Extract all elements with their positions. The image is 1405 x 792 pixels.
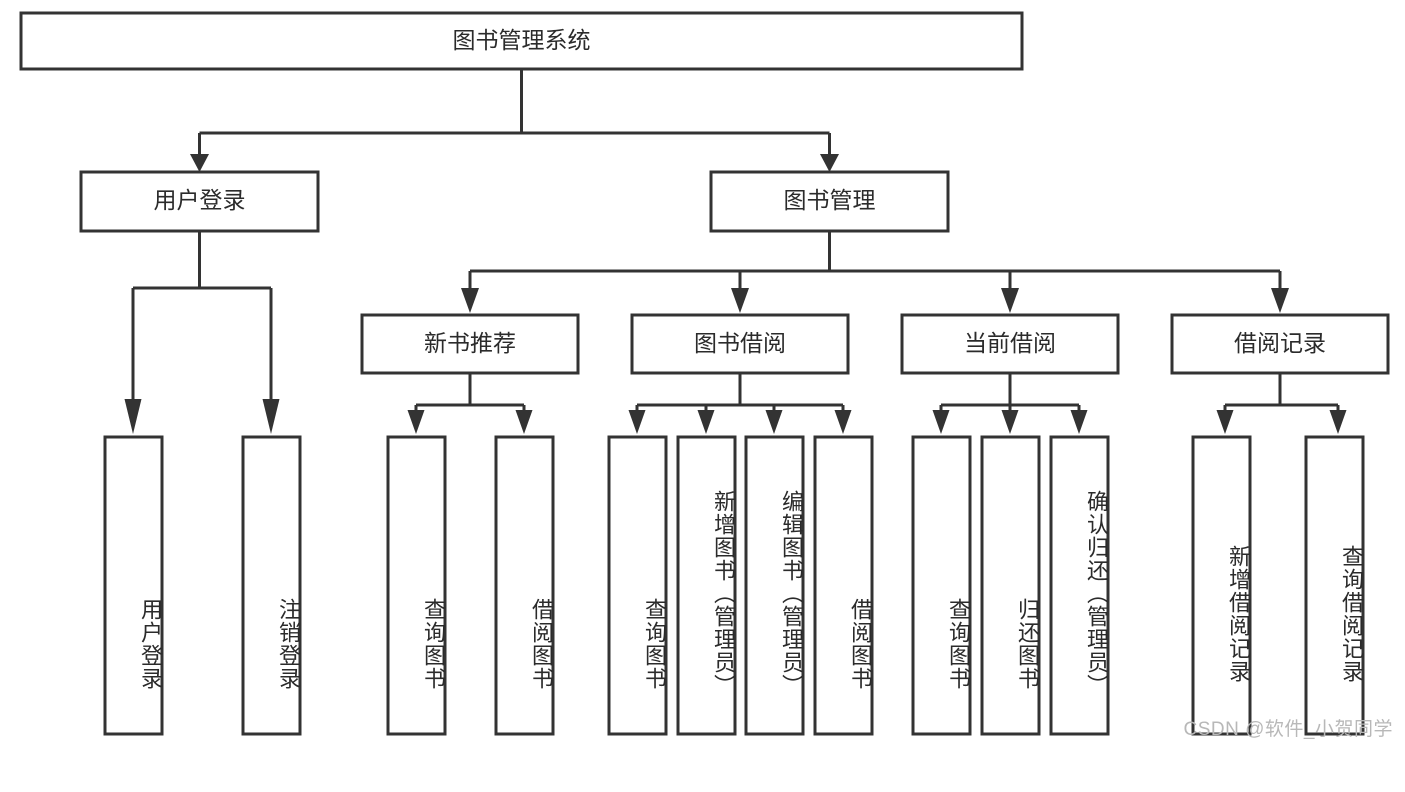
node-book-management-box[interactable]	[709, 170, 950, 233]
arrow-bookmgmt-c4	[1271, 288, 1289, 313]
arrow-borrow-leaf-1	[628, 410, 646, 434]
arrow-bookmgmt-c3	[1001, 288, 1019, 313]
node-book-borrow-label: 图书借阅	[694, 330, 786, 356]
node-book-borrow[interactable]: 图书借阅	[630, 313, 850, 375]
arrow-borrow-leaf-3	[765, 410, 783, 434]
node-current-borrow-box[interactable]	[900, 313, 1120, 375]
node-borrow-record-box[interactable]	[1170, 313, 1390, 375]
node-root-label: 图书管理系统	[453, 27, 591, 53]
node-book-borrow-box[interactable]	[630, 313, 850, 375]
arrow-login-leaf-1	[124, 399, 142, 434]
leaf-box-add-borrow-record[interactable]	[1191, 435, 1252, 736]
arrow-newbook-leaf-2	[515, 410, 533, 434]
arrow-borrow-leaf-2	[697, 410, 715, 434]
node-current-borrow[interactable]: 当前借阅	[900, 313, 1120, 375]
leaf-boxes-group	[103, 435, 1365, 736]
node-new-book-recommend[interactable]: 新书推荐	[360, 313, 580, 375]
node-user-login-box[interactable]	[79, 170, 320, 233]
watermark-text: CSDN @软件_小贺同学	[1183, 719, 1393, 740]
arrow-root-to-bookmgmt	[820, 154, 839, 172]
leaf-box-query-book-newbook[interactable]	[386, 435, 447, 736]
arrow-bookmgmt-c1	[461, 288, 479, 313]
arrow-current-leaf-1	[932, 410, 950, 434]
leaf-box-query-borrow-record[interactable]	[1304, 435, 1365, 736]
leaf-box-query-book-current[interactable]	[911, 435, 972, 736]
node-root-box[interactable]	[19, 11, 1024, 71]
leaf-box-return-book[interactable]	[980, 435, 1041, 736]
leaf-box-borrow-book[interactable]	[813, 435, 874, 736]
arrow-record-leaf-1	[1216, 410, 1234, 434]
node-borrow-record-label: 借阅记录	[1234, 330, 1326, 356]
leaf-box-confirm-return-admin[interactable]	[1049, 435, 1110, 736]
arrow-record-leaf-2	[1329, 410, 1347, 434]
edges-group	[124, 70, 1347, 434]
leaf-box-edit-book-admin[interactable]	[744, 435, 805, 736]
diagram-canvas: 图书管理系统 用户登录 图书管理 新书推荐 图书借阅 当前借阅 借阅记录	[19, 11, 1393, 740]
node-root[interactable]: 图书管理系统	[19, 11, 1024, 71]
node-book-management-label: 图书管理	[784, 187, 876, 213]
leaf-box-add-book-admin[interactable]	[676, 435, 737, 736]
node-book-management[interactable]: 图书管理	[709, 170, 950, 233]
arrow-borrow-leaf-4	[834, 410, 852, 434]
leaf-box-query-book-borrow[interactable]	[607, 435, 668, 736]
arrow-current-leaf-2	[1001, 410, 1019, 434]
arrow-newbook-leaf-1	[407, 410, 425, 434]
leaf-box-user-login[interactable]	[103, 435, 164, 736]
node-borrow-record[interactable]: 借阅记录	[1170, 313, 1390, 375]
node-new-book-recommend-box[interactable]	[360, 313, 580, 375]
node-current-borrow-label: 当前借阅	[964, 330, 1056, 356]
arrow-root-to-login	[190, 154, 209, 172]
flowchart-svg: 图书管理系统 用户登录 图书管理 新书推荐 图书借阅 当前借阅 借阅记录	[19, 11, 1390, 736]
leaf-box-borrow-book-newbook[interactable]	[494, 435, 555, 736]
arrow-login-leaf-2	[262, 399, 280, 434]
node-new-book-recommend-label: 新书推荐	[424, 330, 516, 356]
node-user-login-label: 用户登录	[154, 187, 246, 213]
arrow-bookmgmt-c2	[731, 288, 749, 313]
leaf-box-logout[interactable]	[241, 435, 302, 736]
node-user-login[interactable]: 用户登录	[79, 170, 320, 233]
arrow-current-leaf-3	[1070, 410, 1088, 434]
